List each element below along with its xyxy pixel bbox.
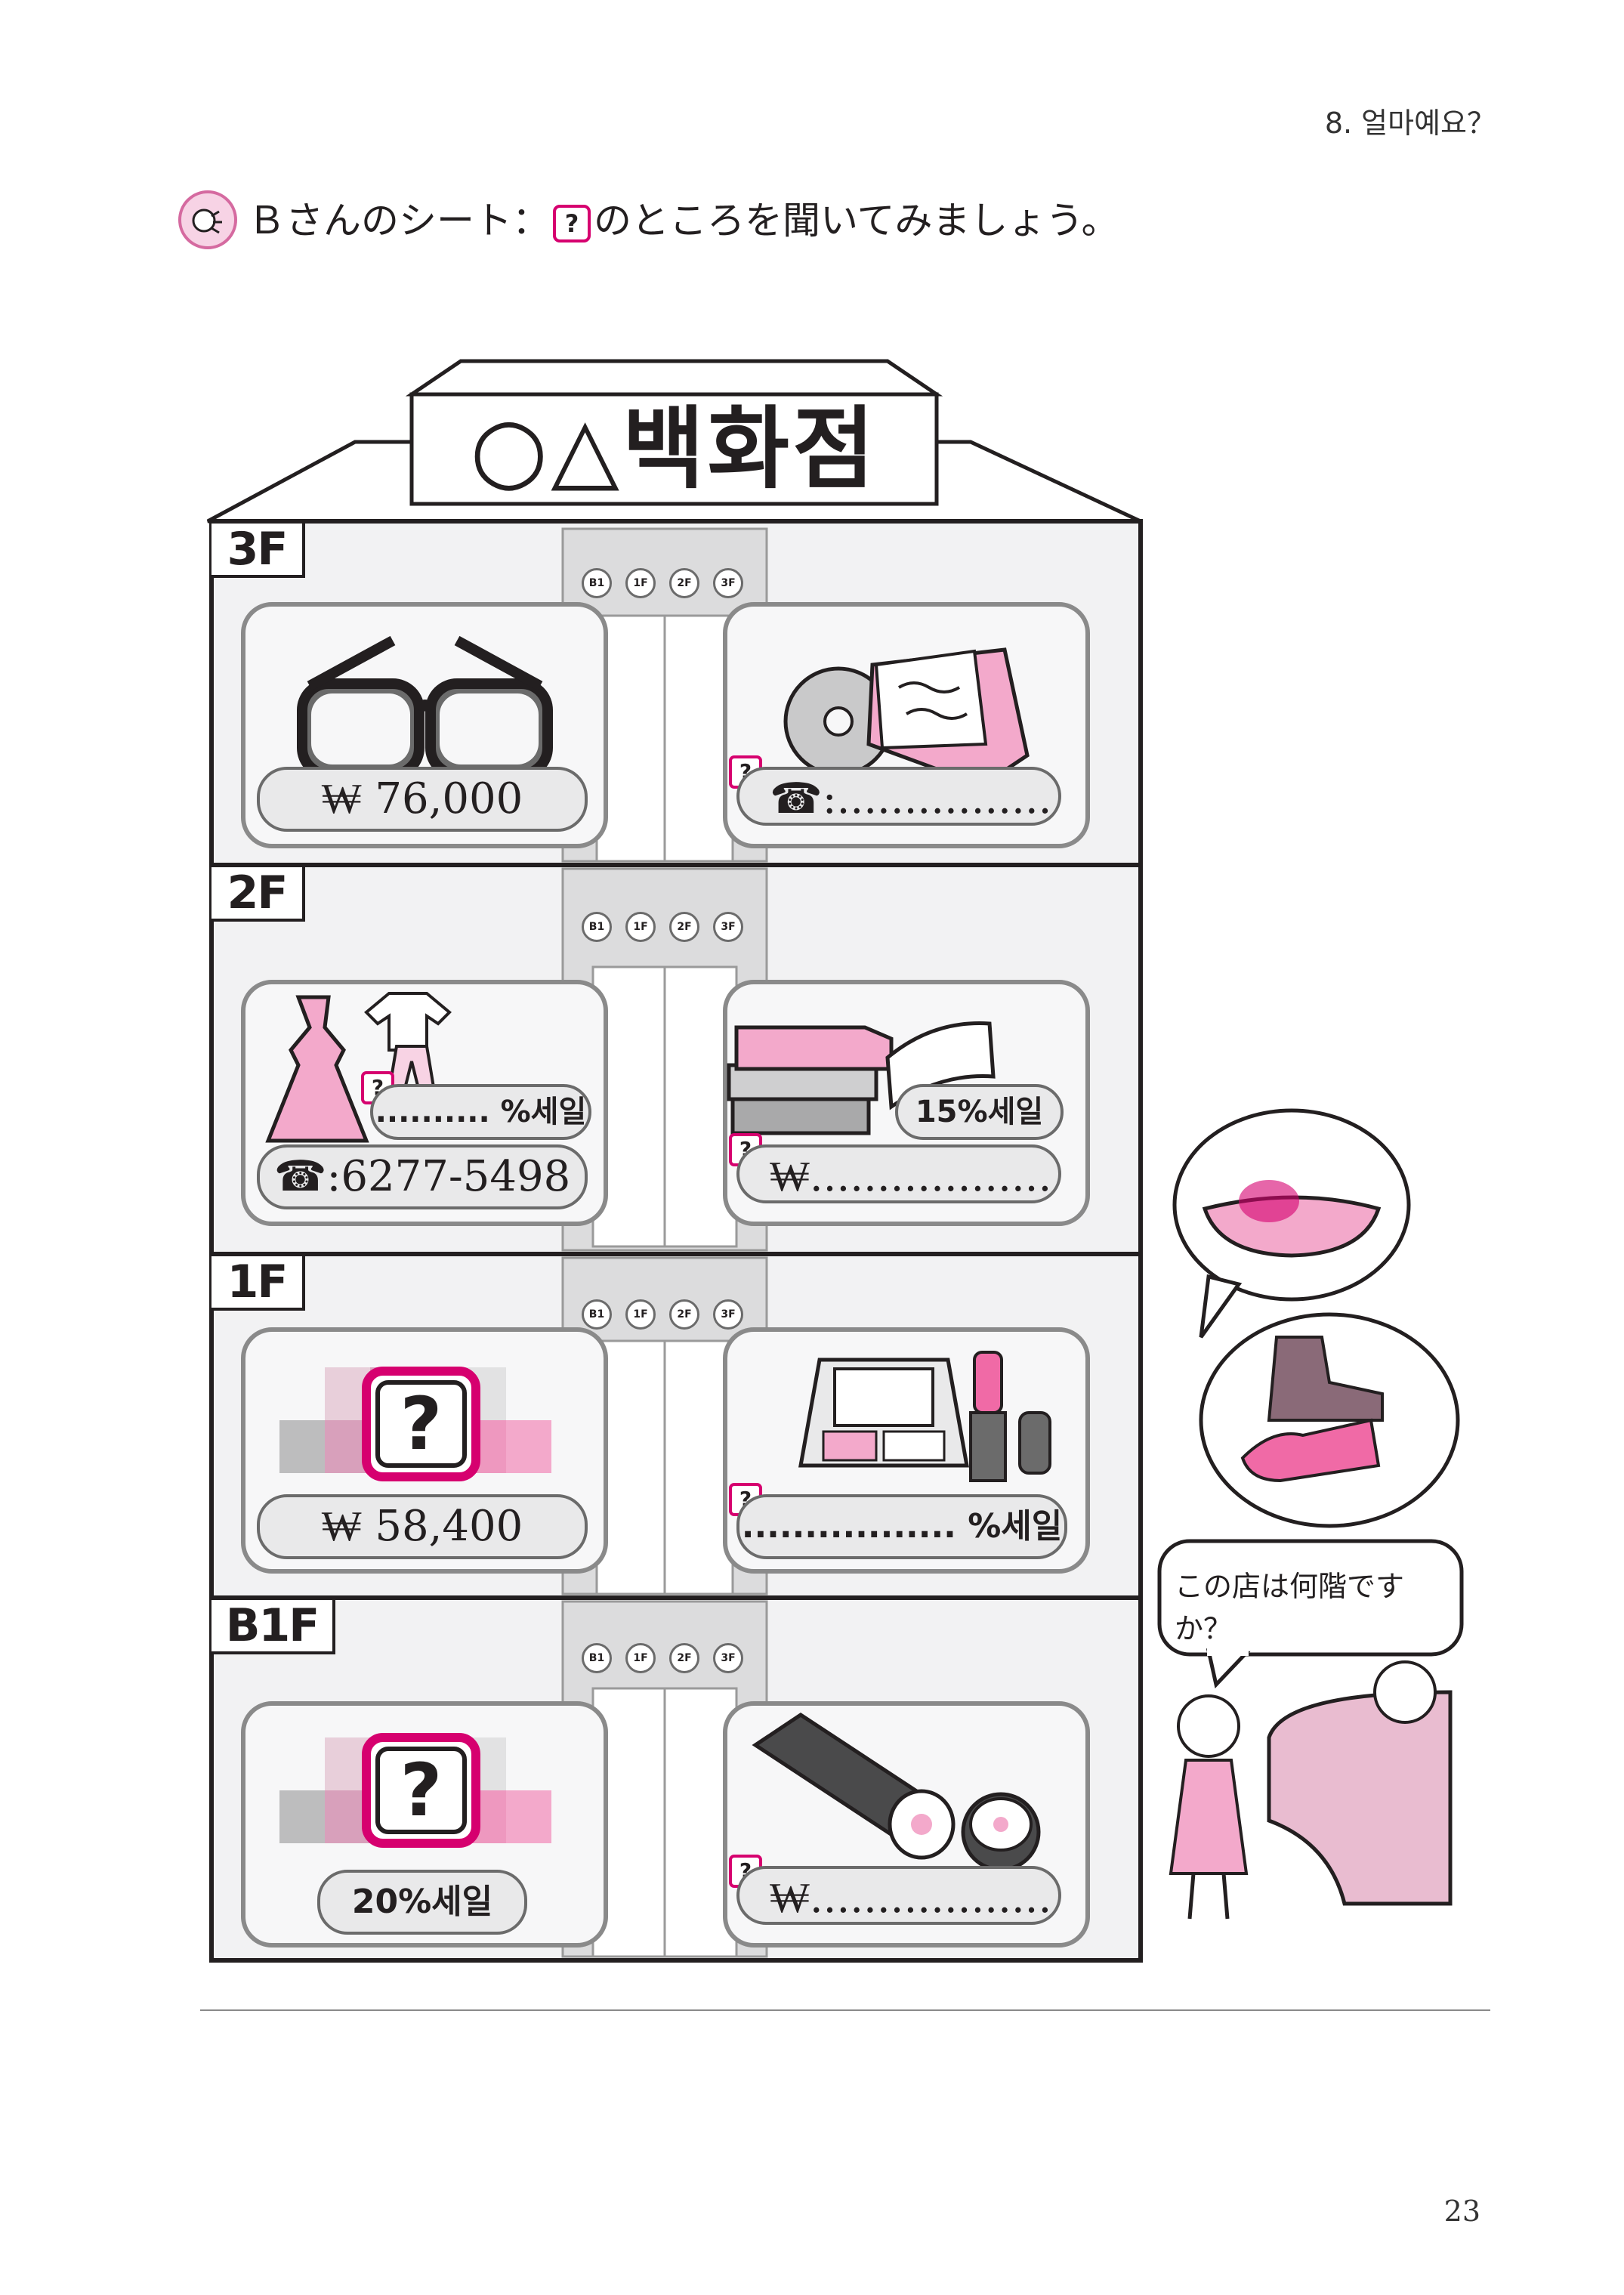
floor-label-2f: 2F: [211, 867, 305, 922]
elevator-button-b1: B1: [582, 1643, 612, 1673]
floor-label-3f: 3F: [211, 524, 305, 578]
elevator-button-3f: 3F: [713, 912, 743, 942]
glasses-price: ₩ 76,000: [257, 767, 588, 832]
footer-divider: [200, 2009, 1490, 2011]
page-number: 23: [1443, 2195, 1480, 2228]
hidden-item-question-mark: ?: [400, 1382, 443, 1466]
elevator-button-1f: 1F: [625, 1643, 656, 1673]
speech-bubble-question: この店は何階ですか？: [1175, 1570, 1405, 1645]
clothes-shop-phone: ☎:6277-5498: [257, 1144, 588, 1209]
floor-label-b1f: B1F: [211, 1600, 335, 1654]
elevator-button-b1: B1: [582, 912, 612, 942]
1f-item-price: ₩ 58,400: [257, 1494, 588, 1559]
elevator-button-3f: 3F: [713, 568, 743, 598]
elevator-indicator-b1f: B1 1F 2F 3F: [582, 1643, 743, 1673]
instruction-text: Ｂさんのシート：?のところを聞いてみましょう。: [248, 190, 1119, 245]
chapter-title: 8. 얼마예요？: [1324, 107, 1496, 140]
elevator-button-1f: 1F: [625, 1299, 656, 1330]
elevator-button-1f: 1F: [625, 912, 656, 942]
cosmetics-sale-blank: ................. %세일: [736, 1494, 1067, 1559]
books-price-blank: ₩........................: [736, 1144, 1061, 1203]
elevator-button-2f: 2F: [669, 1299, 699, 1330]
cd-shop-phone-blank: ☎:.........................: [736, 767, 1061, 826]
b1f-item-sale: 20%세일: [317, 1870, 527, 1935]
elevator-indicator-1f: B1 1F 2F 3F: [582, 1299, 743, 1330]
instruction-suffix: のところを聞いてみましょう。: [594, 199, 1119, 242]
clothes-sale-blank: .......... %세일: [370, 1084, 591, 1140]
elevator-button-3f: 3F: [713, 1643, 743, 1673]
elevator-indicator-3f: B1 1F 2F 3F: [582, 568, 743, 598]
books-sale: 15%세일: [895, 1084, 1064, 1140]
question-mark-icon: ?: [553, 205, 591, 242]
elevator-button-2f: 2F: [669, 568, 699, 598]
instruction-prefix: Ｂさんのシート：: [248, 199, 550, 242]
hidden-item-question-mark: ?: [400, 1748, 443, 1833]
elevator-button-1f: 1F: [625, 568, 656, 598]
store-name: ○△백화점: [470, 397, 878, 501]
kimbap-price-blank: ₩........................: [736, 1866, 1061, 1925]
floor-label-1f: 1F: [211, 1256, 305, 1311]
elevator-button-2f: 2F: [669, 1643, 699, 1673]
elevator-button-2f: 2F: [669, 912, 699, 942]
elevator-indicator-2f: B1 1F 2F 3F: [582, 912, 743, 942]
elevator-button-b1: B1: [582, 1299, 612, 1330]
elevator-button-3f: 3F: [713, 1299, 743, 1330]
elevator-button-b1: B1: [582, 568, 612, 598]
speaker-icon: [178, 190, 237, 249]
